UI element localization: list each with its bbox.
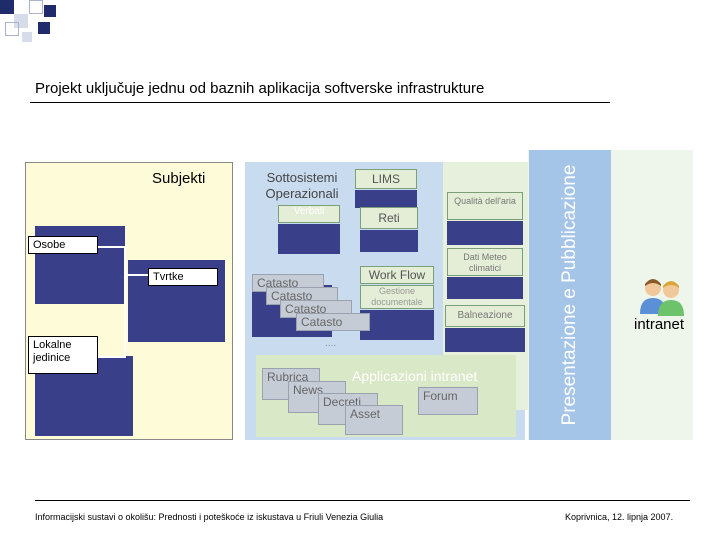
ellipsis-text: .... xyxy=(325,338,337,349)
connector-line xyxy=(98,356,126,358)
qualita-box: Qualità dell'aria xyxy=(447,192,523,220)
gestione-block xyxy=(360,310,434,340)
forum-card: Forum xyxy=(418,387,478,415)
reti-label: Reti xyxy=(378,211,400,225)
lims-label: LIMS xyxy=(371,172,400,186)
verbali-box: Verbali xyxy=(278,205,340,223)
decor-square xyxy=(38,22,50,34)
decor-square xyxy=(22,32,32,42)
footer-left: Informacijski sustavi o okolišu: Prednos… xyxy=(35,512,384,522)
users-icon xyxy=(638,276,686,316)
verbali-block xyxy=(278,224,340,254)
connector-line xyxy=(98,246,126,248)
presentazione-column xyxy=(529,150,611,440)
workflow-box: Work Flow xyxy=(360,266,434,284)
osobe-label: Osobe xyxy=(28,236,98,254)
lims-box: LIMS xyxy=(355,169,417,189)
balneazione-block xyxy=(445,328,525,352)
catasto-card: Catasto xyxy=(296,313,370,331)
applicazioni-label: Applicazioni intranet xyxy=(352,368,478,384)
verbali-label: Verbali xyxy=(293,206,325,217)
reti-block xyxy=(360,230,418,252)
title-separator xyxy=(30,102,610,103)
lims-block xyxy=(355,190,417,208)
connector-line xyxy=(124,246,126,358)
footer-right: Koprivnica, 12. lipnja 2007. xyxy=(565,512,674,522)
footer-rule xyxy=(35,500,690,501)
meteo-block xyxy=(447,277,523,299)
balneazione-box: Balneazione xyxy=(445,305,525,327)
intranet-label: intranet xyxy=(634,316,685,333)
gestione-box: Gestione documentale xyxy=(360,285,434,309)
balneazione-label: Balneazione xyxy=(457,310,513,321)
meteo-box: Dati Meteo climatici xyxy=(447,248,523,276)
subjekti-heading: Subjekti xyxy=(152,170,206,187)
decor-square xyxy=(0,0,14,14)
page-title: Projekt uključuje jednu od baznih aplika… xyxy=(35,80,485,97)
meteo-label: Dati Meteo climatici xyxy=(463,252,507,273)
decor-square xyxy=(5,22,19,36)
reti-box: Reti xyxy=(360,207,418,229)
lokalne-label: Lokalne jedinice xyxy=(28,336,98,374)
decor-square xyxy=(29,0,43,14)
tvrtke-label: Tvrtke xyxy=(148,268,218,286)
decor-square xyxy=(14,14,28,28)
presentazione-label: Presentazione e Pubblicazione xyxy=(559,164,580,426)
qualita-block xyxy=(447,221,523,245)
decor-square xyxy=(44,5,56,17)
workflow-label: Work Flow xyxy=(368,268,426,282)
asset-card: Asset xyxy=(345,405,403,435)
connector-line xyxy=(124,274,148,276)
qualita-label: Qualità dell'aria xyxy=(454,196,516,206)
gestione-label: Gestione documentale xyxy=(371,286,423,307)
sottosistemi-label: Sottosistemi Operazionali xyxy=(265,170,339,201)
